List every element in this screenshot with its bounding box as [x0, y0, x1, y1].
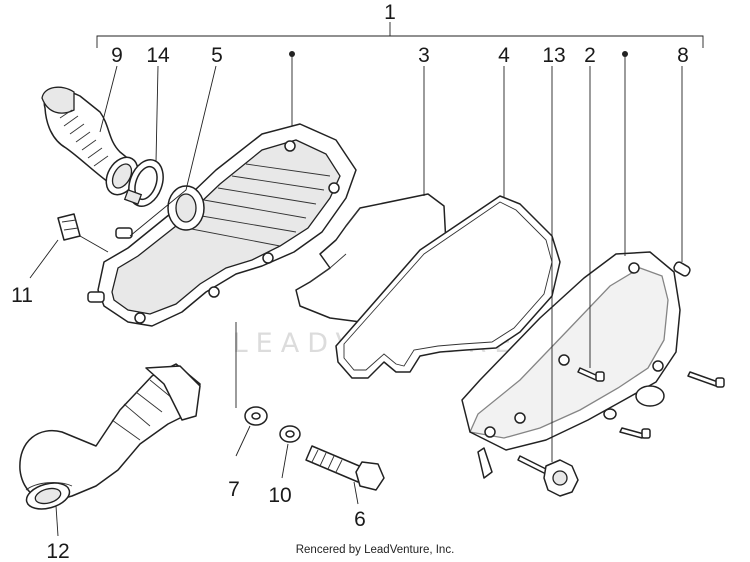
callout-5: 5	[211, 44, 223, 67]
part-hose-clamp	[123, 159, 164, 207]
callout-8: 8	[677, 44, 689, 67]
leader-lines	[29, 54, 683, 537]
callout-2: 2	[584, 44, 596, 67]
part-gasket	[335, 195, 561, 379]
part-knob-bolt	[517, 455, 579, 497]
callout-7: 7	[228, 478, 240, 501]
subassembly-dot	[289, 51, 295, 57]
assembly-bracket	[96, 22, 704, 48]
part-airbox-cover	[461, 251, 681, 479]
subassembly-dot	[622, 51, 628, 57]
part-lower-intake-duct	[19, 363, 201, 510]
callout-11: 11	[11, 284, 33, 307]
part-bolt	[305, 445, 385, 491]
callout-12: 12	[46, 540, 69, 562]
callout-13: 13	[542, 44, 565, 67]
callout-4: 4	[498, 44, 510, 67]
callout-3: 3	[418, 44, 430, 67]
callout-14: 14	[146, 44, 170, 67]
callout-1: 1	[384, 1, 396, 24]
part-washer-10	[279, 425, 301, 443]
callout-6: 6	[354, 508, 366, 531]
part-clip	[57, 213, 81, 241]
callout-10: 10	[268, 484, 291, 507]
callout-9: 9	[111, 44, 123, 67]
part-plug	[673, 261, 691, 277]
part-cover-screw	[577, 367, 725, 439]
credit-text: Rencered by LeadVenture, Inc.	[296, 544, 455, 556]
part-intake-snorkel	[41, 86, 141, 196]
part-washer-7	[244, 406, 268, 426]
